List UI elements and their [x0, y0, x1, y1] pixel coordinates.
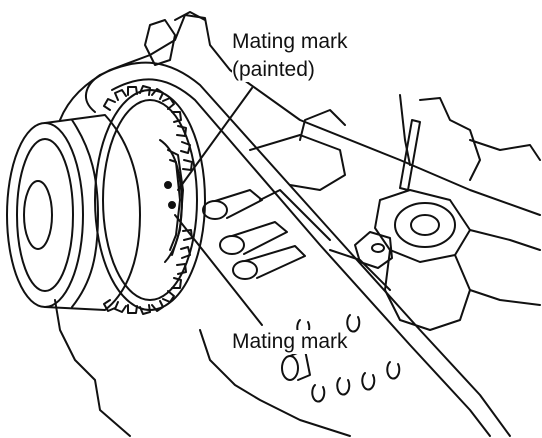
camshaft-lobes — [202, 189, 401, 403]
leader-line-mating — [174, 214, 263, 326]
label-mating-mark-painted-line1: Mating mark — [232, 30, 348, 54]
pulley — [6, 114, 141, 311]
timing-belt — [85, 61, 511, 437]
engine-block — [54, 11, 541, 437]
camshaft-sprocket — [94, 85, 206, 315]
label-mating-mark-painted-line2: (painted) — [232, 58, 315, 82]
belt-bracket — [354, 231, 393, 269]
mating-mark-dots — [164, 181, 176, 209]
leader-line-painted — [177, 87, 253, 191]
label-mating-mark: Mating mark — [232, 330, 348, 354]
